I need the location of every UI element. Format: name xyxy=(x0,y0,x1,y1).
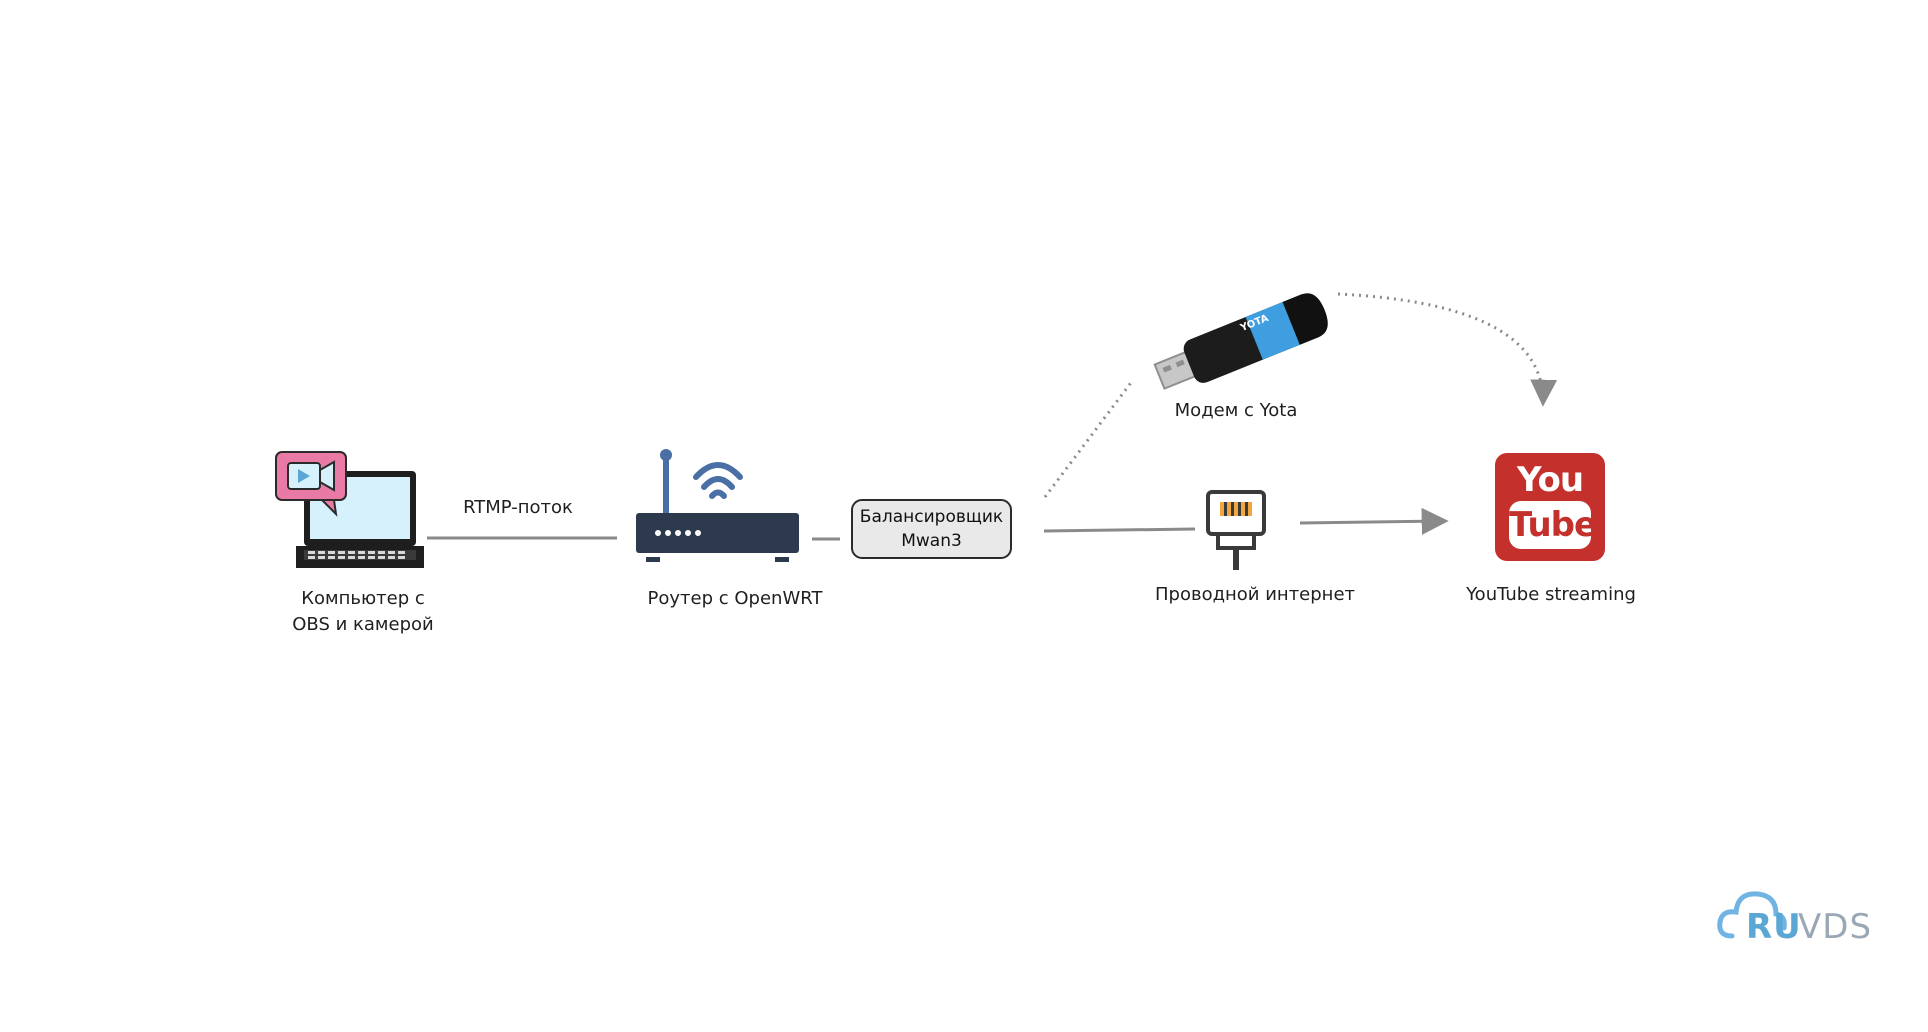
laptop-icon xyxy=(275,451,424,568)
balancer-label-line1: Балансировщик xyxy=(859,507,1004,527)
router-icon xyxy=(636,449,799,562)
youtube-logo-top: You xyxy=(1516,460,1584,500)
edge-modem-youtube xyxy=(1337,292,1558,407)
cloud-logo-icon xyxy=(1717,891,1787,939)
edge-wired-youtube xyxy=(1299,507,1449,535)
ethernet-plug-icon xyxy=(1206,490,1266,570)
youtube-logo-bottom: Tube xyxy=(1509,505,1597,545)
computer-label: Компьютер с OBS и камерой xyxy=(283,586,443,638)
computer-label-line1: Компьютер с xyxy=(301,588,425,609)
usb-modem-icon xyxy=(1153,293,1328,390)
watermark-vds: VDS xyxy=(1798,907,1873,947)
edge-balancer-modem xyxy=(1043,379,1135,498)
edge-label-rtmp: RTMP-поток xyxy=(463,497,573,518)
balancer-label-line2: Mwan3 xyxy=(901,531,962,551)
balancer-node: Балансировщик Mwan3 xyxy=(851,499,1012,559)
youtube-logo: You Tube xyxy=(1495,453,1605,561)
watermark-ru: RU xyxy=(1746,907,1802,947)
router-label: Роутер с OpenWRT xyxy=(647,588,823,609)
youtube-logo-bottom-bg xyxy=(1509,501,1591,549)
wired-label: Проводной интернет xyxy=(1154,584,1356,605)
youtube-label: YouTube streaming xyxy=(1466,584,1636,605)
modem-label: Модем с Yota xyxy=(1174,400,1298,421)
edge-balancer-wired xyxy=(1043,527,1196,533)
computer-label-line2: OBS и камерой xyxy=(292,614,434,635)
